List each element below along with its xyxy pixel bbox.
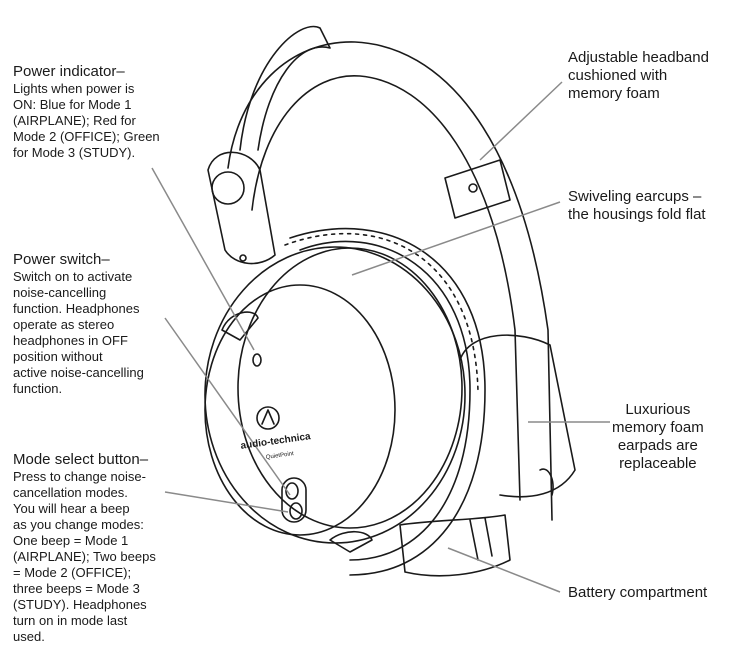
mode-select-body: Press to change noise- cancellation mode… [13, 469, 156, 644]
label-headband: Adjustable headband cushioned with memor… [568, 49, 709, 102]
battery-compartment [399, 514, 511, 577]
power-indicator-body: Lights when power is ON: Blue for Mode 1… [13, 81, 160, 160]
earcup-plate [204, 284, 396, 536]
earcup-housing [204, 246, 466, 544]
rear-earcup [459, 334, 576, 498]
mode-button [285, 482, 299, 500]
logo-model: QuietPoint [266, 451, 295, 461]
label-battery: Battery compartment [568, 584, 708, 601]
leader-headband [479, 81, 563, 161]
earpad-ridge [284, 232, 479, 393]
leader-mode-select [164, 491, 289, 513]
headband-inner [251, 75, 521, 501]
logo-brand: audio-technica [240, 431, 312, 452]
power-led [252, 353, 262, 367]
earcup-ring [237, 247, 463, 529]
power-switch [289, 502, 303, 520]
power-indicator-heading: Power indicator– [13, 63, 125, 80]
callout-power-switch: Power switch– Switch on to activate nois… [13, 251, 144, 397]
yoke-knob [211, 171, 245, 205]
slider-screw [468, 183, 478, 193]
label-earpads: Luxurious memory foam earpads are replac… [612, 401, 704, 472]
headband-top-cushion [239, 25, 331, 151]
callout-power-indicator: Power indicator– Lights when power is ON… [13, 63, 160, 161]
leader-power-switch [164, 317, 291, 496]
mode-select-heading: Mode select button– [13, 451, 149, 468]
headband-outer [227, 41, 553, 521]
power-switch-body: Switch on to activate noise-cancelling f… [13, 269, 144, 396]
slider-block [444, 159, 511, 219]
callout-mode-select: Mode select button– Press to change nois… [13, 451, 156, 645]
switch-housing [281, 477, 307, 523]
label-earcups: Swiveling earcups – the housings fold fl… [568, 188, 706, 223]
earpad [299, 240, 471, 561]
power-switch-heading: Power switch– [13, 251, 110, 268]
leader-power-indicator [151, 167, 255, 351]
logo-mark [256, 406, 280, 430]
leader-earcups [351, 201, 561, 276]
yoke [207, 151, 276, 265]
leader-battery [447, 547, 561, 593]
